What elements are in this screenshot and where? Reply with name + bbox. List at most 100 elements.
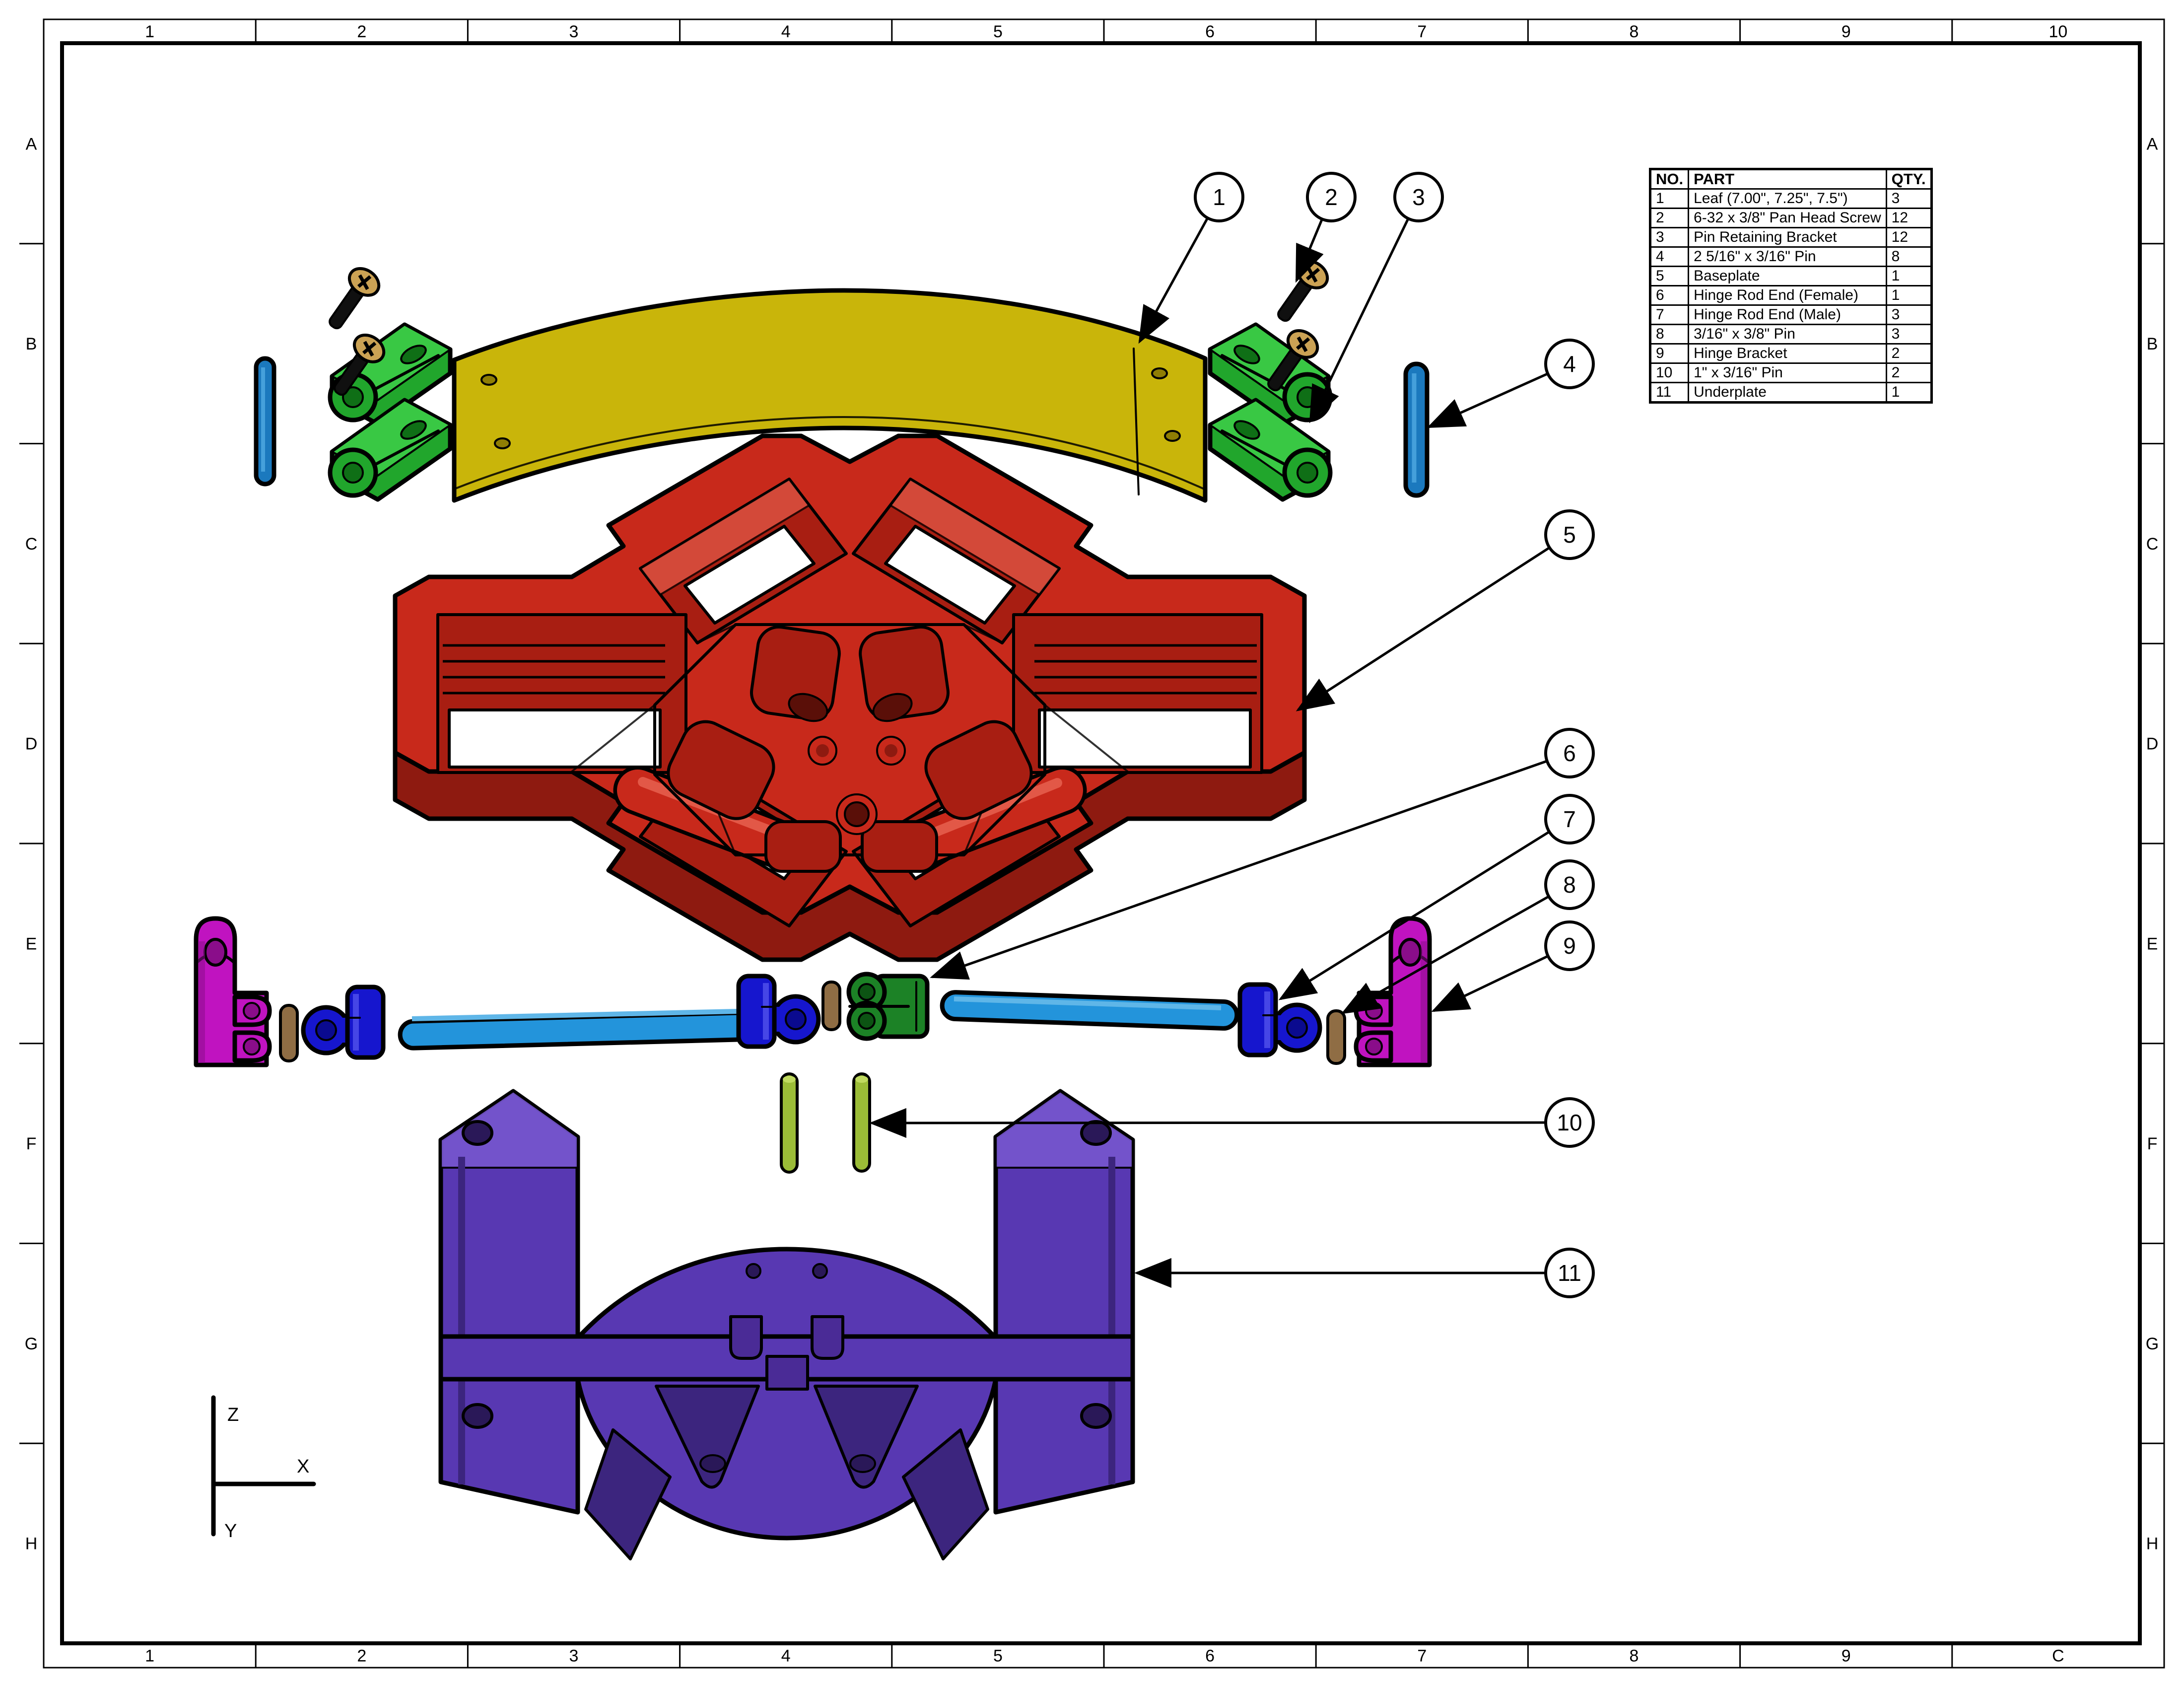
zone-bottom-C: C	[2052, 1647, 2064, 1666]
zone-top-5: 5	[993, 22, 1003, 41]
bom-cell-2-qty: 12	[1885, 208, 1932, 228]
balloon-7: 7	[1278, 794, 1595, 1000]
part-hinge-bracket-right	[1356, 918, 1430, 1065]
balloon-2: 2	[1295, 172, 1357, 283]
zone-left-G: G	[25, 1335, 38, 1353]
cluster-right	[1210, 256, 1430, 499]
balloon-number-6: 6	[1563, 740, 1576, 766]
bom-cell-10-qty: 2	[1885, 362, 1932, 383]
zone-left-D: D	[25, 735, 38, 754]
balloon-number-2: 2	[1325, 184, 1338, 210]
part-baseplate	[393, 433, 1307, 962]
bom-cell-6-part: Hinge Rod End (Female)	[1688, 285, 1887, 306]
bom-header-no: NO.	[1649, 168, 1690, 190]
zone-right-H: H	[2146, 1535, 2159, 1553]
zone-top-3: 3	[569, 22, 579, 41]
zone-bottom-2: 2	[357, 1647, 366, 1666]
zone-top-10: 10	[2048, 22, 2067, 41]
balloon-number-10: 10	[1557, 1110, 1582, 1135]
bom-cell-8-no: 8	[1649, 324, 1690, 345]
bom-cell-4-no: 4	[1649, 246, 1690, 267]
bom-cell-3-qty: 12	[1885, 227, 1932, 248]
zone-right-D: D	[2146, 735, 2159, 754]
bom-cell-6-qty: 1	[1885, 285, 1932, 306]
bom-cell-3-no: 3	[1649, 227, 1690, 248]
zone-right-A: A	[2147, 135, 2158, 153]
axis-x-label: X	[297, 1456, 309, 1477]
bom-cell-1-qty: 3	[1885, 188, 1932, 209]
zone-left-F: F	[26, 1134, 37, 1153]
bom-cell-6-no: 6	[1649, 285, 1690, 306]
bom-cell-1-no: 1	[1649, 188, 1690, 209]
bom-cell-2-no: 2	[1649, 208, 1690, 228]
bom-header-qty: QTY.	[1885, 168, 1932, 190]
zone-bottom-7: 7	[1417, 1647, 1427, 1666]
zone-left-A: A	[26, 135, 37, 153]
axes-triad: Z X Y	[211, 1395, 316, 1542]
bom-cell-11-no: 11	[1649, 382, 1690, 403]
bom-cell-7-no: 7	[1649, 304, 1690, 325]
axis-y-label: Y	[224, 1521, 237, 1542]
bom-cell-9-part: Hinge Bracket	[1688, 343, 1887, 364]
zone-bottom-3: 3	[569, 1647, 579, 1666]
zone-top-9: 9	[1842, 22, 1851, 41]
zone-bottom-5: 5	[993, 1647, 1003, 1666]
axis-z-label: Z	[227, 1405, 239, 1425]
bom-cell-11-qty: 1	[1885, 382, 1932, 403]
balloon-number-1: 1	[1213, 184, 1226, 210]
balloon-number-8: 8	[1563, 872, 1576, 898]
zone-left-E: E	[26, 934, 37, 953]
zone-right-G: G	[2146, 1335, 2159, 1353]
hinge-row	[196, 918, 1430, 1065]
part-hinge-rod-end-female	[846, 972, 930, 1041]
bom-cell-1-part: Leaf (7.00", 7.25", 7.5")	[1688, 188, 1887, 209]
zone-bottom-8: 8	[1630, 1647, 1639, 1666]
zone-right-C: C	[2146, 535, 2159, 554]
bom-cell-3-part: Pin Retaining Bracket	[1688, 227, 1887, 248]
zone-right-B: B	[2147, 335, 2158, 353]
balloon-8: 8	[1341, 859, 1595, 1014]
bom-cell-5-no: 5	[1649, 266, 1690, 286]
balloon-4: 4	[1427, 339, 1595, 428]
balloon-1: 1	[1138, 172, 1244, 344]
balloon-number-7: 7	[1563, 806, 1576, 832]
balloon-number-3: 3	[1412, 184, 1425, 210]
zone-top-6: 6	[1205, 22, 1215, 41]
bom-cell-10-no: 10	[1649, 362, 1690, 383]
balloon-10: 10	[869, 1097, 1595, 1148]
bom-cell-11-part: Underplate	[1688, 382, 1887, 403]
bom-cell-5-qty: 1	[1885, 266, 1932, 286]
bom-cell-8-part: 3/16" x 3/8" Pin	[1688, 324, 1887, 345]
zone-bottom-9: 9	[1842, 1647, 1851, 1666]
balloon-5: 5	[1296, 509, 1595, 711]
bom-header-part: PART	[1688, 168, 1887, 190]
cluster-left	[254, 263, 450, 499]
part-hinge-bracket-left	[196, 918, 270, 1065]
zone-top-4: 4	[781, 22, 791, 41]
bom-cell-4-part: 2 5/16" x 3/16" Pin	[1688, 246, 1887, 267]
zone-right-E: E	[2147, 934, 2158, 953]
part-pins-1inch	[780, 1072, 871, 1174]
balloon-number-4: 4	[1563, 351, 1576, 377]
bom-cell-7-part: Hinge Rod End (Male)	[1688, 304, 1887, 325]
balloon-11: 11	[1134, 1248, 1595, 1298]
part-underplate	[438, 1089, 1135, 1560]
bom-cell-7-qty: 3	[1885, 304, 1932, 325]
bom-cell-10-part: 1" x 3/16" Pin	[1688, 362, 1887, 383]
bom-cell-9-qty: 2	[1885, 343, 1932, 364]
bom-cell-5-part: Baseplate	[1688, 266, 1887, 286]
bom-cell-4-qty: 8	[1885, 246, 1932, 267]
